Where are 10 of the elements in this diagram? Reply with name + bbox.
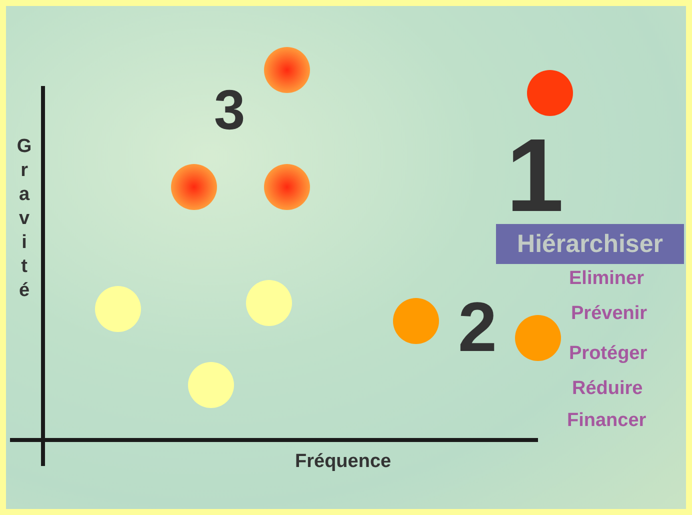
action-label: Réduire	[572, 379, 643, 398]
axis-title: Gravité	[12, 136, 35, 304]
group-number: 2	[458, 292, 497, 362]
action-label: Eliminer	[569, 269, 644, 288]
group-number: 3	[214, 82, 246, 138]
action-label: Protéger	[569, 344, 648, 363]
action-label: Financer	[567, 411, 646, 430]
axis-title: Fréquence	[295, 452, 392, 471]
heading-band: Hiérarchiser	[496, 224, 684, 264]
action-label: Prévenir	[571, 304, 648, 323]
